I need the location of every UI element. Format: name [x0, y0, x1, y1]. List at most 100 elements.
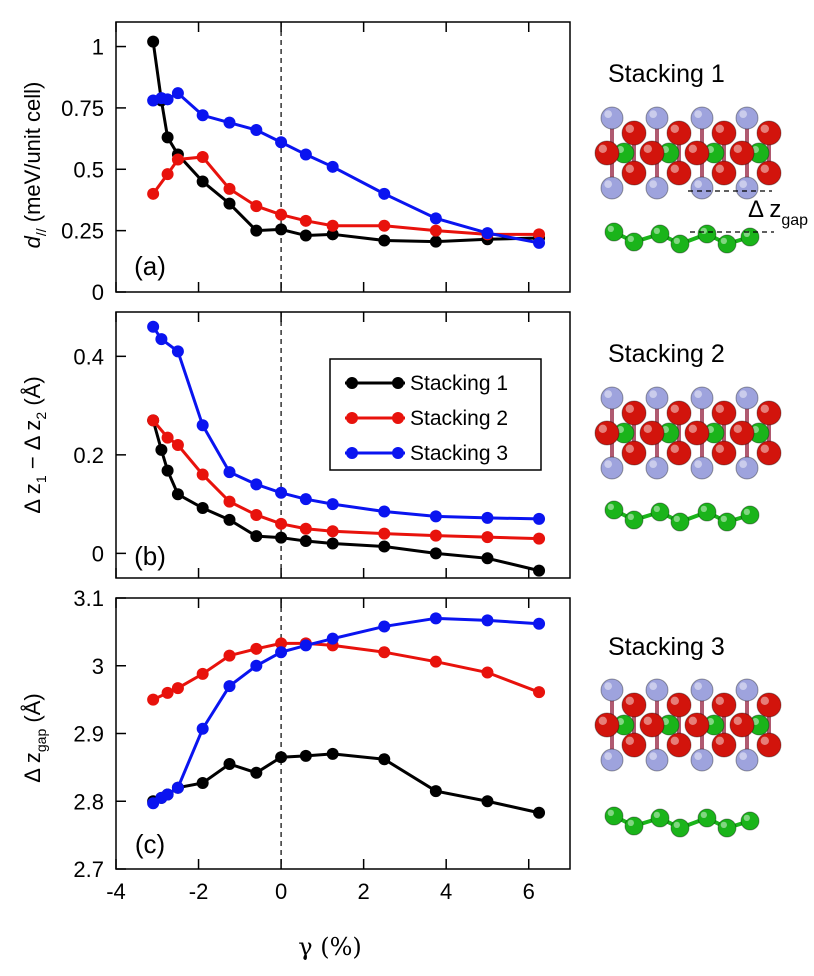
struct-3-n-bot-3 [735, 748, 759, 772]
data-point-b-2-8 [326, 525, 339, 538]
struct-2-n-top-2-shine [694, 390, 703, 398]
struct-3-metal-mid-1-shine [643, 716, 652, 725]
struct-3-metal-mid-3 [729, 712, 755, 738]
x-tick-label-5: 6 [523, 879, 535, 904]
struct-2-metal-top-0-shine [625, 404, 634, 413]
struct-2-green-2 [650, 502, 670, 522]
struct-3-metal-top-1-shine [670, 696, 679, 705]
struct-1-green-1-shine [627, 235, 634, 243]
struct-2-green-6-shine [743, 508, 750, 515]
data-point-c-2-11 [481, 666, 494, 679]
y-tick-label-c-2: 2.9 [73, 722, 104, 747]
struct-2-n-bot-0-shine [604, 460, 613, 468]
struct-3-green-5-shine [720, 821, 727, 828]
struct-3-green-6-shine [743, 814, 750, 821]
struct-3-metal-top-0-shine [625, 696, 634, 705]
data-point-c-1-13 [533, 806, 546, 819]
struct-2-green-3 [670, 512, 690, 532]
x-tick-label-2: 0 [275, 879, 287, 904]
struct-2-metal-top-2 [711, 400, 737, 426]
struct-2-n-top-1 [645, 386, 669, 410]
struct-2-n-top-3 [735, 386, 759, 410]
struct-1-green-0 [604, 222, 624, 242]
data-point-c-2-1 [161, 686, 174, 699]
data-point-b-1-10 [378, 540, 391, 553]
struct-3-green-1-shine [627, 819, 634, 826]
struct-2-green-1-shine [627, 513, 634, 520]
struct-3-green-5 [717, 818, 737, 838]
struct-1-metal-bot-1 [666, 160, 692, 186]
struct-1-n-top-3-shine [739, 110, 748, 118]
panel-label-c: (c) [135, 829, 165, 859]
series-line-c-1 [152, 752, 540, 815]
data-point-a-2-1 [161, 168, 174, 181]
data-point-b-3-1 [155, 333, 168, 346]
struct-1-green-3 [670, 234, 690, 254]
struct-2-n-top-1-shine [649, 390, 658, 398]
data-point-b-1-3 [171, 488, 184, 501]
y-tick-label-a-3: 0.75 [61, 96, 104, 121]
data-point-b-3-7 [299, 493, 312, 506]
data-point-c-1-5 [223, 757, 236, 770]
plot-frame-a [115, 21, 571, 293]
struct-1-metal-mid-3 [729, 140, 755, 166]
struct-2-n-top-3-shine [739, 390, 748, 398]
plot-frame-c [115, 597, 571, 870]
data-point-c-3-10 [378, 620, 391, 633]
struct-1-n-bot-1-shine [649, 180, 658, 188]
struct-1-green-5-shine [720, 237, 727, 245]
data-point-b-1-13 [533, 564, 546, 577]
struct-2-metal-mid-0 [594, 420, 620, 446]
data-point-c-3-6 [250, 659, 263, 672]
struct-3-metal-mid-1 [639, 712, 665, 738]
struct-2-metal-bot-2-shine [715, 444, 724, 453]
struct-1-green-0-shine [607, 225, 614, 233]
data-point-a-2-10 [429, 224, 442, 237]
struct-3-metal-top-3-shine [760, 696, 769, 705]
struct-1-n-bot-3 [735, 176, 759, 200]
legend-marker-3b [392, 447, 404, 459]
struct-2-metal-bot-0-shine [625, 444, 634, 453]
struct-2-metal-top-3-shine [760, 404, 769, 413]
struct-3-metal-top-0 [621, 692, 647, 718]
struct-1-metal-mid-2-shine [688, 144, 697, 153]
struct-2-metal-bot-0 [621, 440, 647, 466]
struct-3-metal-bot-2-shine [715, 736, 724, 745]
struct-1-metal-bot-1-shine [670, 164, 679, 173]
struct-2-green-0-shine [607, 503, 614, 510]
struct-1-n-top-1-shine [649, 110, 658, 118]
y-tick-label-c-3: 3 [92, 654, 104, 679]
data-point-a-1-11 [429, 235, 442, 248]
struct-1-metal-mid-0 [594, 140, 620, 166]
data-point-b-2-7 [299, 522, 312, 535]
legend-marker-3 [346, 447, 358, 459]
struct-3-n-top-1-shine [649, 682, 658, 691]
x-tick-label-4: 4 [440, 879, 452, 904]
struct-3-green-4-shine [700, 811, 707, 818]
data-point-c-3-11 [429, 612, 442, 625]
y-tick-label-a-4: 1 [92, 35, 104, 60]
struct-2-metal-bot-1 [666, 440, 692, 466]
data-point-c-3-12 [481, 614, 494, 627]
struct-3-metal-mid-3-shine [733, 716, 742, 725]
struct-2-metal-bot-2 [711, 440, 737, 466]
stacking-3-structure [594, 678, 782, 838]
data-point-a-1-5 [223, 197, 236, 210]
struct-2-metal-mid-1 [639, 420, 665, 446]
struct-3-metal-mid-2 [684, 712, 710, 738]
data-point-b-3-11 [481, 511, 494, 524]
struct-1-metal-top-2-shine [715, 124, 724, 133]
struct-2-metal-top-0 [621, 400, 647, 426]
struct-2-n-bot-2-shine [694, 460, 703, 468]
data-point-a-2-0 [147, 187, 160, 200]
struct-1-green-6 [740, 227, 760, 247]
struct-2-green-5-shine [720, 515, 727, 522]
struct-1-n-bot-2 [690, 176, 714, 200]
data-point-a-1-2 [161, 131, 174, 144]
data-point-b-2-4 [223, 495, 236, 508]
data-point-a-3-3 [171, 87, 184, 100]
struct-2-metal-mid-0-shine [598, 424, 607, 433]
struct-3-metal-top-1 [666, 692, 692, 718]
struct-1-green-2 [650, 224, 670, 244]
struct-3-n-bot-3-shine [739, 752, 748, 761]
